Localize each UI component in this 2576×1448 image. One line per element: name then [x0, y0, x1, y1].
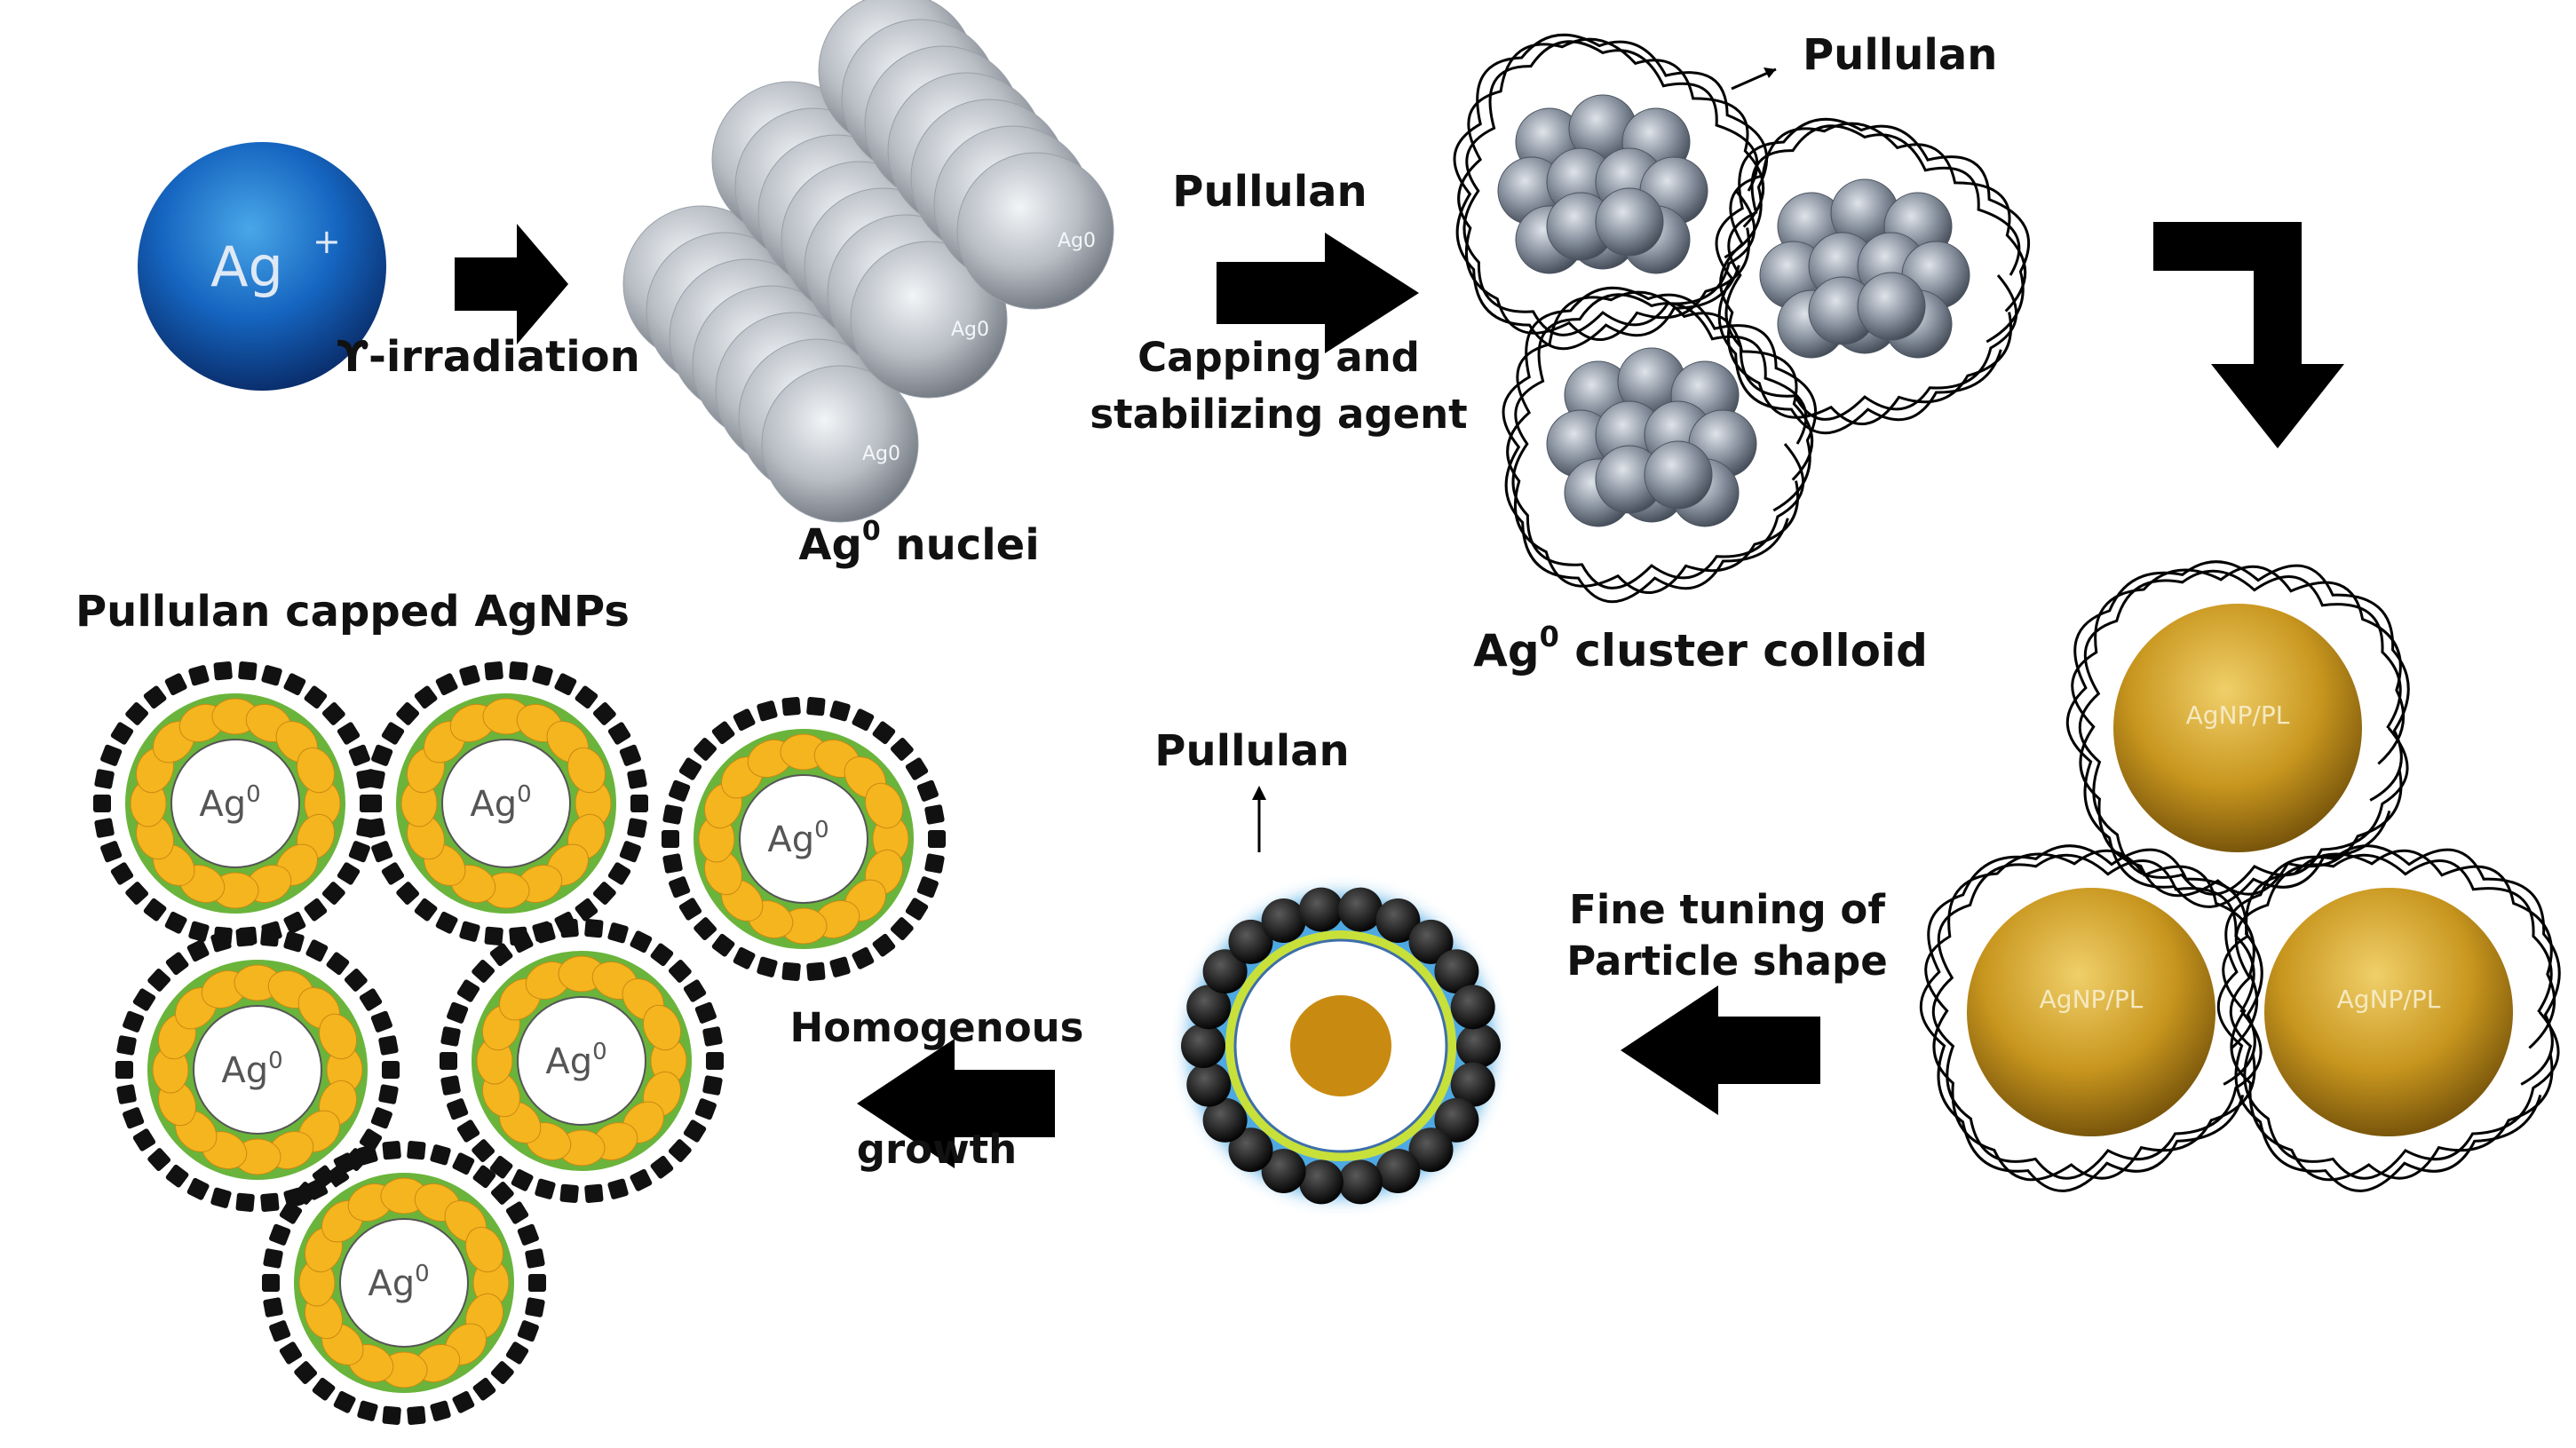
pullulan-bead	[1186, 985, 1232, 1030]
pullulan-bead	[1338, 1159, 1383, 1205]
silver-sphere	[850, 241, 1008, 399]
fine-line2: Particle shape	[1566, 938, 1887, 985]
pullulan-bead	[1434, 1097, 1479, 1143]
pullulan-arrow-label: Pullulan	[1172, 167, 1367, 217]
cluster-atom	[1595, 187, 1664, 257]
pullulan-bead	[1375, 898, 1421, 944]
pullulan-bead	[1186, 1062, 1232, 1107]
sphere-label: Ag0	[862, 443, 900, 465]
agnp-pl-spheres: AgNP/PL AgNP/PL AgNP/PL	[1919, 560, 2561, 1192]
pullulan-bead	[1261, 1148, 1306, 1193]
cluster-label: Ag0 cluster colloid	[1473, 620, 1928, 677]
ion-charge: +	[313, 222, 341, 261]
pullulan-bead	[1434, 949, 1479, 994]
pullulan-top-label: Pullulan	[1803, 30, 1997, 80]
fine-line1: Fine tuning of	[1569, 886, 1885, 933]
capped-agnp: Ag0	[262, 1141, 546, 1425]
pullulan-bead	[1202, 1097, 1248, 1143]
pullulan-bead	[1456, 1024, 1501, 1068]
pullulan-fiber	[1502, 286, 1817, 603]
capping-line1: Capping and	[1137, 334, 1420, 381]
capped-agnp: Ag0	[440, 919, 724, 1203]
gold-sphere-label: AgNP/PL	[2186, 700, 2290, 730]
pullulan-bead	[1298, 887, 1343, 932]
silver-sphere	[761, 365, 919, 523]
cluster-atom	[1857, 272, 1926, 341]
pullulan-bead	[1298, 1159, 1343, 1205]
pullulan-core-particle	[1181, 887, 1501, 1205]
cluster-atom	[1644, 440, 1713, 510]
gold-sphere-label: AgNP/PL	[2040, 985, 2144, 1014]
ag-ion: Ag +	[138, 142, 386, 391]
ag0-label: Ag0	[199, 781, 260, 825]
arrow-bent-down	[2153, 222, 2344, 448]
nuclei-base: Ag	[798, 520, 862, 570]
nuclei-label: Ag0 nuclei	[798, 516, 1039, 570]
capped-agnp: Ag0	[364, 661, 648, 946]
pullulan-bead	[1228, 1128, 1273, 1173]
cluster-rest: cluster colloid	[1559, 625, 1928, 677]
pullulan-fiber	[2216, 844, 2561, 1192]
gold-sphere	[2264, 888, 2513, 1136]
arrow-left-2	[857, 1039, 1055, 1168]
pullulan-bead	[1261, 898, 1306, 944]
pullulan-bead	[1375, 1148, 1421, 1193]
capped-agnp: Ag0	[115, 928, 400, 1212]
sphere-label: Ag0	[951, 319, 989, 341]
nuclei-sup: 0	[862, 516, 881, 547]
pullulan-fiber	[1715, 117, 2030, 434]
cluster-base: Ag	[1473, 625, 1540, 677]
pullulan-bead	[1338, 887, 1383, 932]
irradiation-label: ϒ-irradiation	[337, 332, 640, 382]
nuclei-rest: nuclei	[881, 520, 1040, 570]
pullulan-core-label: Pullulan	[1154, 726, 1349, 776]
capping-line2: stabilizing agent	[1090, 391, 1467, 438]
pullulan-fiber	[2065, 560, 2410, 908]
pullulan-bead	[1450, 1062, 1495, 1107]
pullulan-bead	[1181, 1024, 1225, 1068]
silver-sphere	[956, 152, 1114, 310]
capped-title: Pullulan capped AgNPs	[75, 587, 630, 637]
cluster-sup: 0	[1540, 620, 1559, 653]
gold-sphere	[2113, 604, 2362, 852]
homog-line1: Homogenous	[790, 1004, 1084, 1051]
arrow-left-1	[1621, 985, 1820, 1115]
homog-line2: growth	[857, 1126, 1017, 1173]
pullulan-bead	[1202, 949, 1248, 994]
gold-sphere	[1967, 888, 2215, 1136]
ion-symbol: Ag	[210, 234, 283, 299]
arrow-right-1	[455, 224, 568, 344]
ag0-cluster-colloid	[1453, 33, 2030, 603]
pullulan-bead	[1228, 919, 1273, 964]
sphere-label: Ag0	[1058, 230, 1096, 252]
gold-sphere-label: AgNP/PL	[2337, 985, 2441, 1014]
capped-agnp: Ag0	[93, 661, 377, 946]
capped-agnp: Ag0	[662, 697, 946, 981]
pullulan-bead	[1408, 919, 1454, 964]
pullulan-bead	[1408, 1128, 1454, 1173]
pullulan-bead	[1450, 985, 1495, 1030]
arrow-right-2	[1217, 233, 1419, 353]
